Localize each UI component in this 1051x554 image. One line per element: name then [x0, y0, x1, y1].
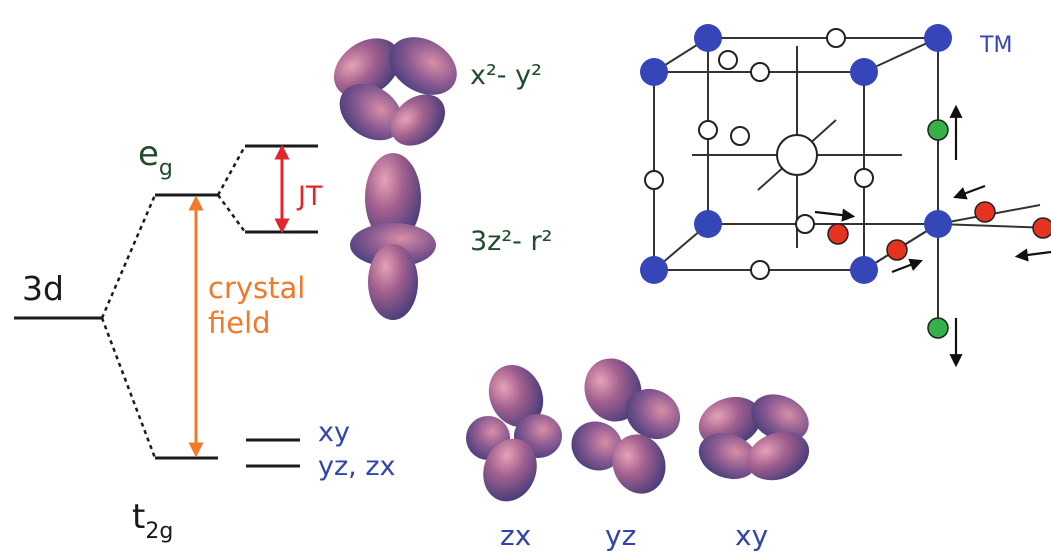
- tm-ion: [924, 24, 952, 52]
- d-orbital-lobe-icon: [612, 434, 666, 494]
- jahn-teller-label: JT: [296, 181, 323, 212]
- eg-dotted-connector: [100, 194, 157, 319]
- atomic-3d-label: 3d: [22, 269, 64, 308]
- oxygen-open-sites: [644, 28, 874, 280]
- orbital-xy-shape: [698, 394, 810, 481]
- d-orbital-lobe-icon: [751, 394, 809, 442]
- orbital-label-x2-y2: x²- y²: [470, 60, 542, 91]
- orbital-yz-shape: [571, 358, 681, 494]
- orbital-caption-zx: zx: [500, 519, 531, 552]
- oxygen-site: [795, 214, 815, 234]
- t2g-label: t2g: [132, 497, 173, 544]
- t2g-dotted-connector: [100, 317, 157, 459]
- oxygen-site: [718, 50, 738, 70]
- oxygen-site: [854, 168, 874, 188]
- d-orbital-lobe-icon: [483, 438, 537, 502]
- oxygen-ion-red: [886, 239, 908, 261]
- d-orbital-lobe-icon: [746, 431, 810, 481]
- oxygen-site: [730, 126, 750, 146]
- oxygen-site: [826, 28, 846, 48]
- oxygen-ion-green: [927, 119, 949, 141]
- tm-ion: [640, 58, 668, 86]
- oxygen-site: [750, 260, 770, 280]
- spin-arrow-icon: [814, 208, 856, 222]
- oxygen-ion-green: [927, 317, 949, 339]
- d-orbital-lobe-icon: [368, 244, 418, 320]
- d-orbital-lobe-icon: [389, 37, 457, 95]
- orbital-3z2-r2-shape: [350, 153, 436, 320]
- oxygen-site: [698, 120, 718, 140]
- oxygen-ion-red: [827, 223, 849, 245]
- d-orbital-lobe-icon: [488, 364, 544, 428]
- perovskite-lattice: [653, 37, 1051, 330]
- spin-arrow-icon: [1014, 248, 1051, 262]
- oxygen-site: [776, 134, 818, 176]
- displacement-arrows: [814, 104, 1051, 368]
- orbital-label-yz-zx-level: yz, zx: [318, 451, 395, 482]
- tm-label: TM: [979, 33, 1012, 58]
- energy-level-diagram: 3d eg t2g JT crystal field x²- y² 3z²- r…: [14, 60, 552, 544]
- tm-ion: [694, 210, 722, 238]
- eg-split-dotted-upper: [216, 145, 247, 196]
- tm-ion: [694, 24, 722, 52]
- tm-ions: [640, 24, 952, 284]
- orbital-caption-yz: yz: [605, 519, 636, 552]
- d-orbital-lobe-icon: [625, 388, 681, 440]
- orbital-x2-y2-shape: [333, 37, 457, 146]
- tm-ion: [924, 210, 952, 238]
- tm-ion: [850, 256, 878, 284]
- crystal-field-label-line2: field: [208, 306, 271, 340]
- orbital-caption-xy: xy: [735, 519, 768, 552]
- crystal-field-label-line1: crystal: [208, 271, 305, 305]
- oxygen-ion-red: [974, 201, 996, 223]
- eg-split-dotted-lower: [216, 194, 247, 233]
- oxygen-site: [644, 170, 664, 190]
- oxygen-site: [750, 62, 770, 82]
- d-orbital-lobe-icon: [339, 83, 403, 141]
- oxygen-ion-red: [1032, 217, 1051, 239]
- d-orbital-lobe-icon: [698, 432, 758, 480]
- displaced-oxygen-ions: [827, 119, 1051, 339]
- orbital-label-3z2-r2: 3z²- r²: [470, 226, 552, 257]
- d-orbital-lobe-icon: [365, 153, 421, 243]
- orbital-label-xy-level: xy: [318, 417, 350, 448]
- eg-label: eg: [138, 134, 173, 181]
- spin-arrow-icon: [891, 258, 923, 274]
- d-orbital-lobe-icon: [333, 38, 401, 98]
- tm-ion: [640, 256, 668, 284]
- d-orbital-lobe-icon: [571, 421, 623, 471]
- d-orbital-lobe-icon: [391, 94, 445, 146]
- spin-arrow-icon: [953, 184, 986, 200]
- orbital-zx-shape: [466, 364, 562, 502]
- tm-ion: [850, 58, 878, 86]
